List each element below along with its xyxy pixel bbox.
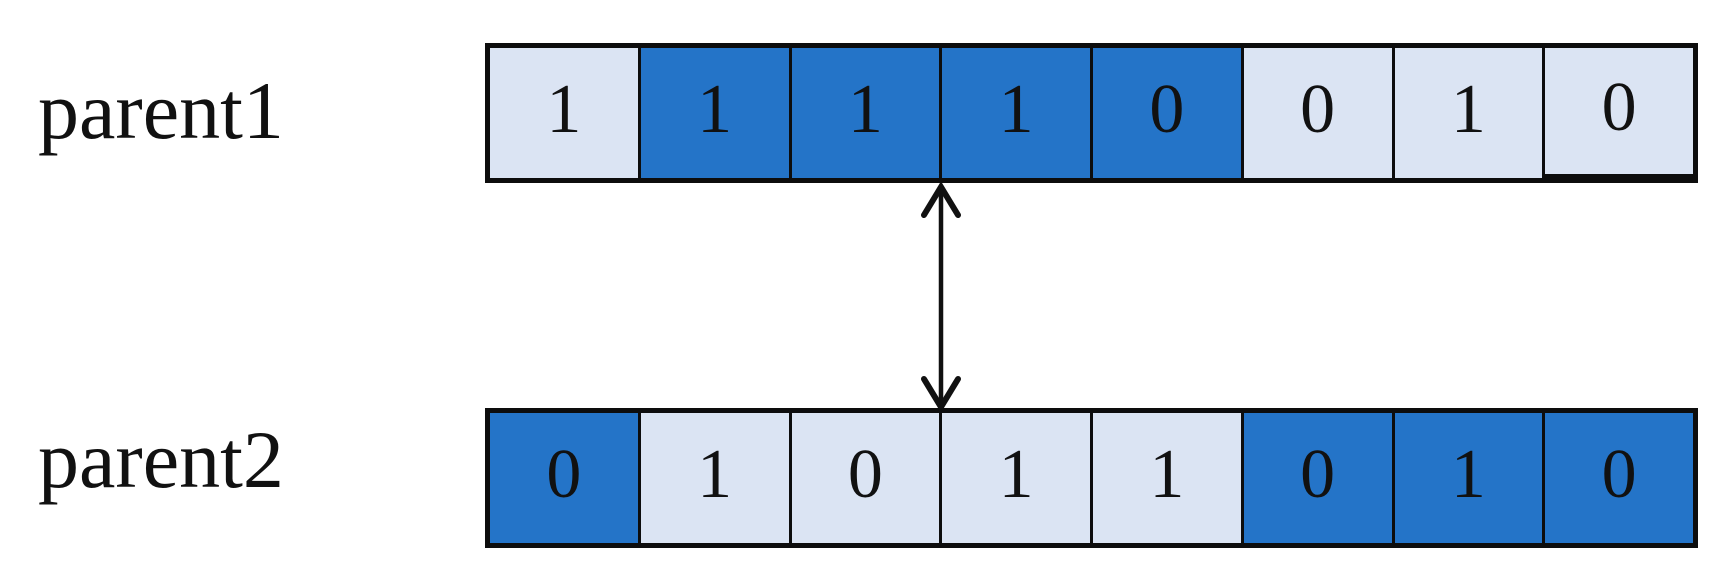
gene-value: 1 xyxy=(697,436,733,513)
gene-value: 0 xyxy=(847,436,883,513)
parent1-gene-1: 1 xyxy=(490,48,638,178)
parent1-chromosome: 1 1 1 1 0 0 1 0 xyxy=(485,43,1698,183)
parent1-gene-2: 1 xyxy=(640,48,789,178)
parent2-gene-6: 0 xyxy=(1243,413,1392,543)
parent1-label: parent1 xyxy=(38,65,284,156)
gene-value: 1 xyxy=(1450,71,1486,148)
parent1-gene-8: 0 xyxy=(1545,44,1693,174)
gene-value: 0 xyxy=(546,436,582,513)
gene-value: 1 xyxy=(1149,436,1185,513)
gene-value: 1 xyxy=(1450,436,1486,513)
parent2-gene-3: 0 xyxy=(791,413,940,543)
parent2-label: parent2 xyxy=(38,414,284,505)
gene-value: 0 xyxy=(1149,71,1185,148)
parent2-gene-1: 0 xyxy=(490,413,638,543)
parent2-gene-8: 0 xyxy=(1545,413,1693,543)
gene-value: 0 xyxy=(1601,436,1637,513)
parent2-gene-7: 1 xyxy=(1394,413,1543,543)
gene-value: 0 xyxy=(1601,69,1637,146)
gene-value: 0 xyxy=(1300,71,1336,148)
crossover-exchange-arrow-icon xyxy=(921,183,961,411)
parent2-gene-2: 1 xyxy=(640,413,789,543)
gene-value: 1 xyxy=(546,71,582,148)
gene-value: 1 xyxy=(847,71,883,148)
gene-value: 1 xyxy=(998,436,1034,513)
parent1-gene-3: 1 xyxy=(791,48,940,178)
parent1-gene-7: 1 xyxy=(1394,48,1543,178)
parent1-gene-4: 1 xyxy=(942,48,1090,178)
parent2-gene-5: 1 xyxy=(1093,413,1241,543)
parent2-gene-4: 1 xyxy=(942,413,1090,543)
gene-value: 0 xyxy=(1300,436,1336,513)
parent1-gene-6: 0 xyxy=(1243,48,1392,178)
parent1-gene-5: 0 xyxy=(1093,48,1241,178)
gene-value: 1 xyxy=(697,71,733,148)
parent2-chromosome: 0 1 0 1 1 0 1 0 xyxy=(485,408,1698,548)
gene-value: 1 xyxy=(998,71,1034,148)
